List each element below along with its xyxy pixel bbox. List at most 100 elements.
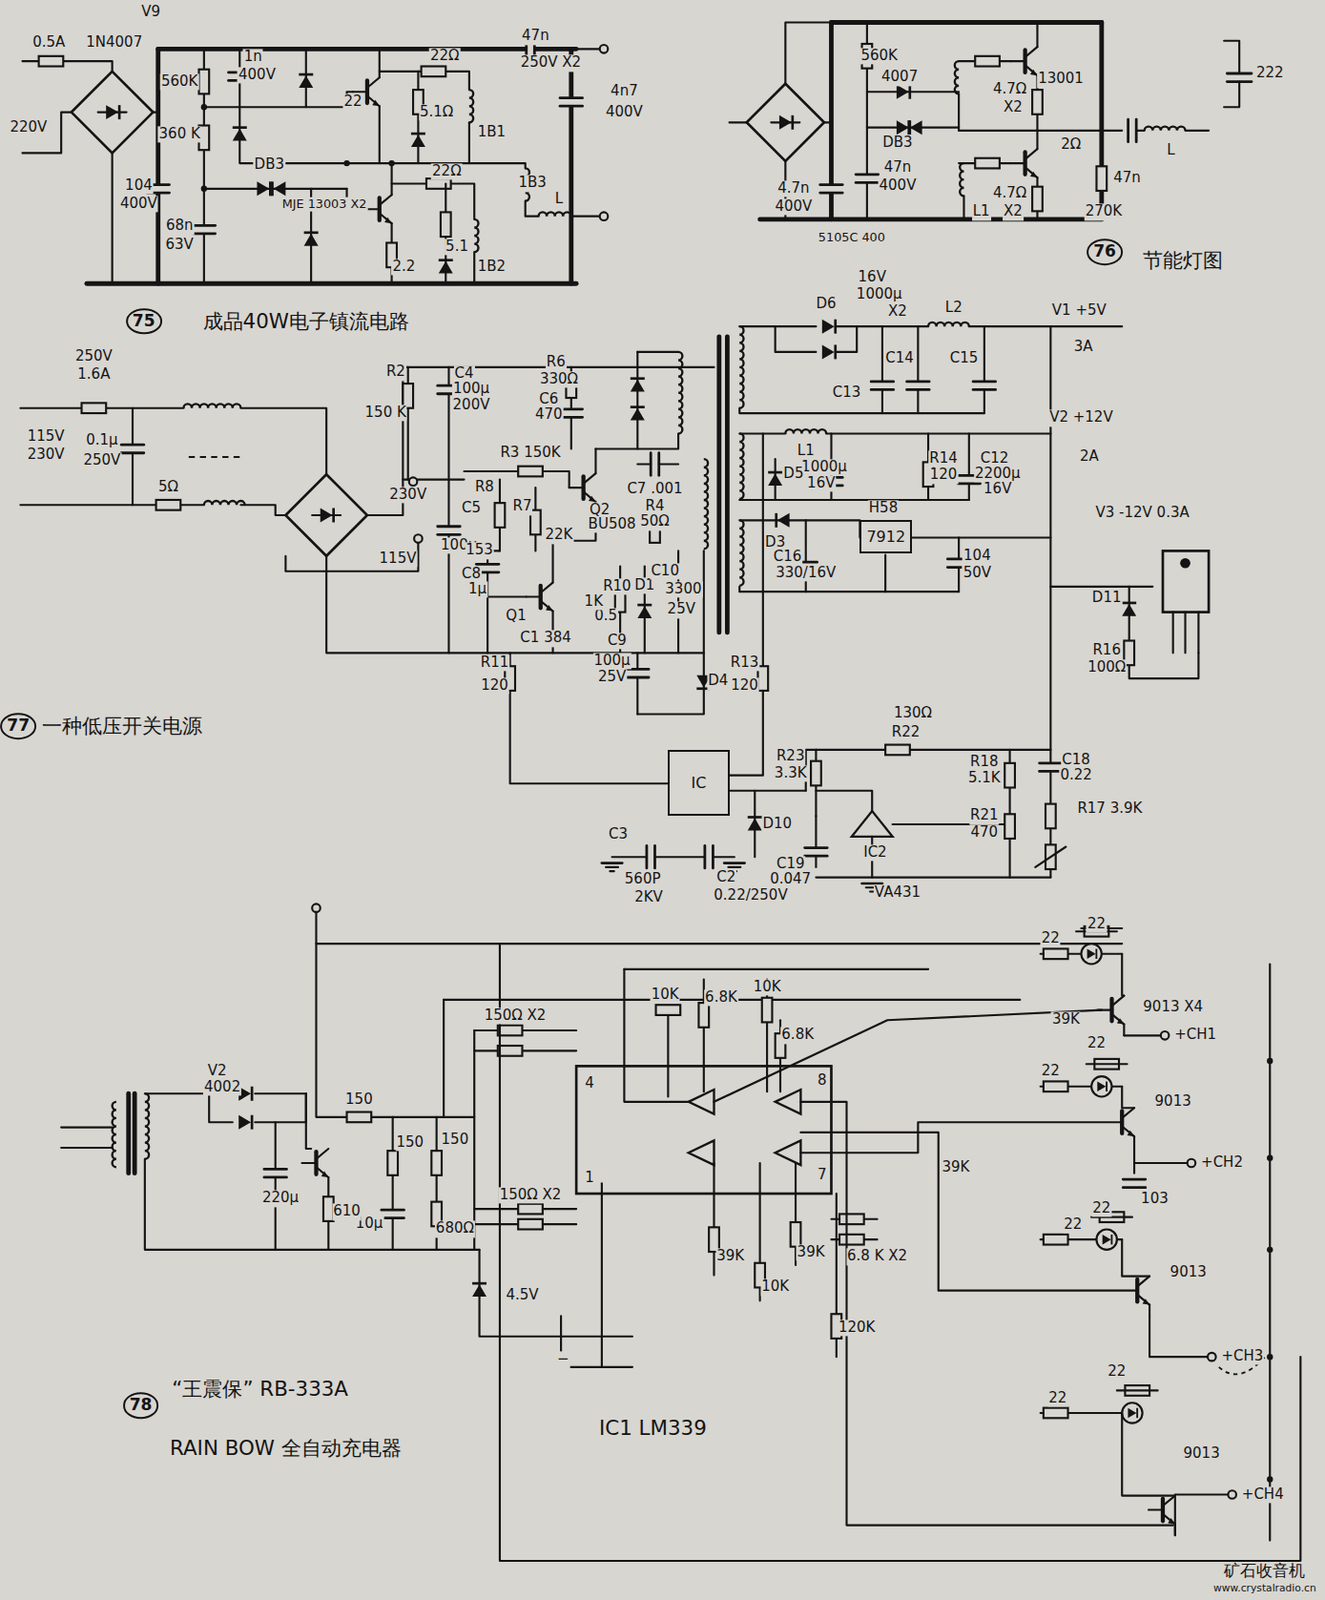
led-symbol [1080,943,1101,964]
component-label: 120 [929,467,959,484]
component-label: 10K [650,986,681,1003]
component-label: 2KV [633,889,664,906]
wire [739,408,985,414]
wire [1121,953,1124,996]
resistor-symbol [495,502,506,528]
coil-symbol [144,1093,149,1159]
diode-symbol [776,513,790,528]
component-label: 6.8 K X2 [846,1248,909,1265]
component-label: “王震保” RB-333A [170,1377,350,1402]
component-label: C19 [775,855,807,872]
junction-dot [1266,1353,1273,1360]
component-label: L1 [796,442,816,459]
component-label: 22Ω [431,163,463,180]
resistor-symbol [974,158,1000,169]
wire [1121,1125,1135,1137]
wire [601,861,622,865]
component-label: 22 [1106,1364,1127,1381]
wire [569,486,584,489]
transistor-arrow [545,604,553,611]
component-label: 150 K [364,404,408,421]
component-label: 22K [543,527,574,544]
component-label: C15 [949,351,980,368]
wire [1122,1178,1146,1181]
component-label: L2 [944,299,964,316]
diode-symbol [271,181,286,196]
component-label: MJE 13003 X2 [281,196,369,211]
component-label: 153 [464,542,495,559]
component-label: 400V [878,177,918,194]
component-label: 6.8K [780,1027,815,1044]
diode-symbol [472,1283,487,1297]
component-label: C12 [979,451,1011,468]
wire [1011,60,1026,63]
component-label: 节能灯图 [1141,248,1224,272]
wire [907,380,931,384]
bridge-rectifier [746,83,825,162]
junction-dot [388,160,394,166]
component-label: 1000μ [855,286,904,303]
capacitor-gap [121,444,145,454]
component-label: 4n7 [609,83,640,101]
component-label: 560K [859,47,898,64]
component-label: www.crystalradio.cn [1212,1582,1318,1595]
component-label: 400V [237,67,277,84]
component-label: 400V [773,198,813,215]
wire [1112,995,1125,1007]
wire [540,600,554,612]
wire [1121,1239,1150,1276]
component-label: C6 [538,392,559,409]
wire [1223,41,1240,74]
component-label: 220μ [261,1190,300,1207]
wire [968,433,971,500]
component-label: R10 [601,578,633,595]
component-label: 25V [597,668,627,685]
resistor-symbol [1032,89,1043,115]
transistor-arrow [1030,171,1037,178]
transistor-arrow [1167,1517,1175,1524]
resistor-symbol [517,1219,543,1230]
amplifier-symbol [775,1089,802,1115]
component-label: 250V [82,453,122,470]
diode-symbol [637,604,652,619]
wire [367,96,380,107]
component-label: 4002 [203,1078,242,1096]
component-label: 2A [1078,448,1100,465]
wire [729,433,764,775]
wire [391,163,394,195]
resistor-symbol [1043,1234,1069,1245]
capacitor-gap [870,381,894,391]
component-label: 3.3K [773,765,808,782]
component-label: R23 [775,748,807,766]
component-label: X2 [1002,204,1024,221]
component-label: 5.1 [444,238,470,255]
transistor-arrow [372,100,379,106]
wire [264,1167,288,1171]
component-label: +CH3 [1220,1348,1264,1366]
component-label: 150 [440,1132,471,1149]
component-label: 330Ω [538,371,580,388]
component-label: DB3 [253,157,286,174]
amplifier-symbol [688,1089,715,1115]
coil-symbol [183,403,241,408]
component-label: 10K [760,1279,790,1296]
component-label: 4007 [880,69,919,86]
component-label: 39K [940,1159,971,1177]
wire [814,815,817,867]
coil-symbol [785,429,827,434]
component-label: 680Ω [434,1221,476,1238]
component-label: 3A [1073,338,1095,355]
wire [824,121,831,124]
component-label: 4 [583,1075,596,1092]
component-label: 0.22/250V [712,887,788,904]
wire [1025,64,1038,76]
wire [379,194,393,206]
component-label: +CH1 [1173,1027,1218,1044]
diode-symbol [256,181,270,196]
component-label: BU508 [587,516,638,533]
wire [870,380,894,384]
wire [192,224,216,228]
wire [666,1010,669,1098]
diode-symbol [896,84,911,100]
wire [711,845,715,869]
